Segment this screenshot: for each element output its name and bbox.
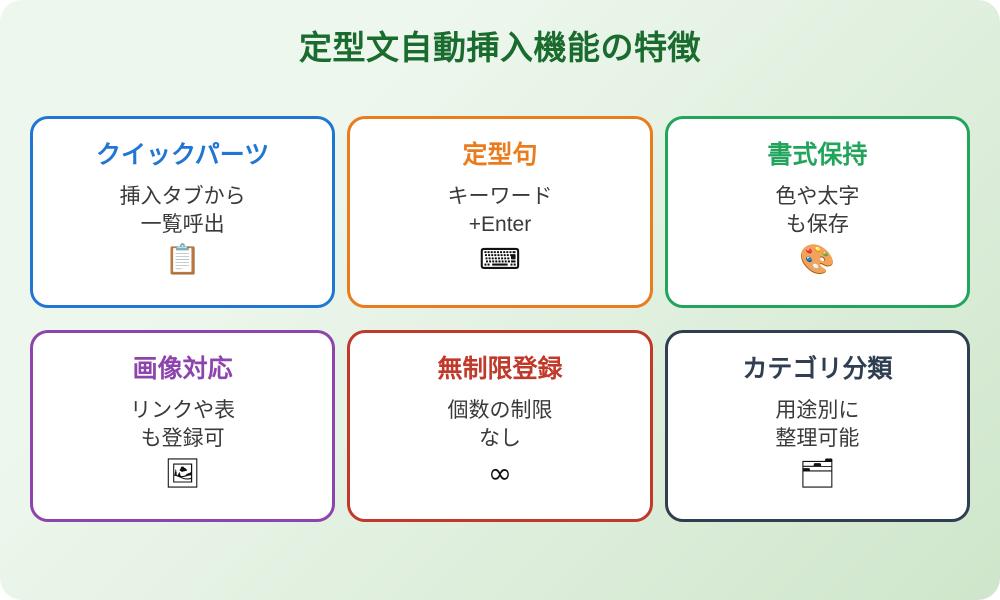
card-file-box-icon: 🗂: [798, 455, 836, 490]
card-title: 画像対応: [132, 354, 233, 383]
card-title: 書式保持: [767, 140, 868, 169]
clipboard-icon: 📋: [164, 241, 201, 276]
feature-card-autotext: 定型句 キーワード +Enter ⌨: [347, 115, 653, 308]
card-description: 色や太字 も保存: [775, 185, 860, 237]
card-title: クイックパーツ: [96, 140, 270, 169]
palette-icon: 🎨: [799, 241, 836, 276]
card-title: カテゴリ分類: [742, 354, 893, 383]
card-description: 個数の制限 なし: [447, 399, 553, 451]
page-title: 定型文自動挿入機能の特徴: [299, 29, 701, 66]
keyboard-icon: ⌨: [479, 241, 521, 276]
card-title: 無制限登録: [437, 354, 563, 383]
card-description: 挿入タブから 一覧呼出: [119, 185, 246, 237]
feature-card-image-support: 画像対応 リンクや表 も登録可 🖼: [30, 329, 336, 522]
feature-card-grid: クイックパーツ 挿入タブから 一覧呼出 📋 定型句 キーワード +Enter ⌨…: [30, 115, 970, 522]
infinity-icon: ∞: [487, 455, 513, 490]
card-description: リンクや表 も登録可: [130, 399, 236, 451]
feature-card-unlimited-registration: 無制限登録 個数の制限 なし ∞: [347, 329, 653, 522]
feature-card-quick-parts: クイックパーツ 挿入タブから 一覧呼出 📋: [30, 115, 336, 308]
card-title: 定型句: [462, 140, 538, 169]
feature-card-category-classification: カテゴリ分類 用途別に 整理可能 🗂: [664, 329, 970, 522]
framed-picture-icon: 🖼: [164, 455, 202, 490]
card-description: キーワード +Enter: [447, 185, 553, 237]
feature-card-format-retention: 書式保持 色や太字 も保存 🎨: [664, 115, 970, 308]
card-description: 用途別に 整理可能: [775, 399, 860, 451]
